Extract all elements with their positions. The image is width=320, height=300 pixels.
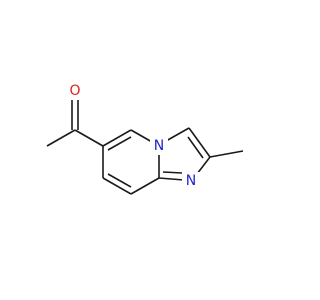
bond-c3-c2-inner xyxy=(187,136,204,159)
bond-c6-c5 xyxy=(102,129,132,147)
bond-n1-c8a xyxy=(158,177,185,181)
bridge-nitrogen-atom: N xyxy=(150,137,168,155)
bond-c3-c2 xyxy=(188,127,211,158)
bond-n1-c8a-inner xyxy=(162,171,183,174)
bridge-nitrogen-label: N xyxy=(154,138,164,154)
bond-c8a-c8 xyxy=(130,177,160,195)
bond-c8-c7-inner xyxy=(107,173,132,188)
bond-n4-c3 xyxy=(165,127,190,142)
bond-methyl-carbonyl xyxy=(46,129,76,147)
bond-c8-c7 xyxy=(102,177,132,195)
bond-lines xyxy=(46,98,244,195)
bond-carbonyl-ring xyxy=(74,129,104,147)
bond-c2-methyl xyxy=(209,150,244,158)
oxygen-label: O xyxy=(69,83,80,99)
bond-c6-c5-inner xyxy=(107,136,132,151)
bond-c2-n1 xyxy=(196,156,211,175)
ring-nitrogen-label: N xyxy=(186,173,196,189)
molecule-structure: O N N xyxy=(46,82,244,195)
oxygen-atom: O xyxy=(66,82,84,100)
bond-c5-n4 xyxy=(130,129,153,143)
atom-labels: O N N xyxy=(66,82,200,190)
ring-nitrogen-atom: N xyxy=(182,172,200,190)
